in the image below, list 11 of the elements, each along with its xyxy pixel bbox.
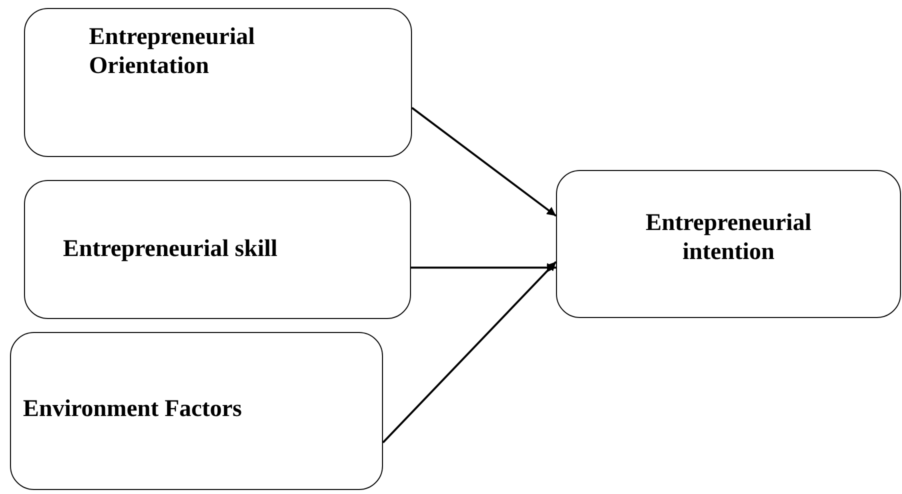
rounded-box: [556, 170, 901, 318]
rounded-box: [24, 180, 411, 319]
rounded-box: [24, 8, 412, 157]
rounded-box: [10, 332, 383, 490]
arrow: [411, 107, 557, 217]
arrow: [411, 263, 556, 272]
box-label: Entrepreneurial Orientation: [89, 23, 256, 81]
arrow: [382, 261, 557, 444]
box-label: Entrepreneurial intention: [644, 209, 812, 267]
box-label: Environment Factors: [23, 395, 242, 424]
box-label: Entrepreneurial skill: [63, 235, 278, 264]
